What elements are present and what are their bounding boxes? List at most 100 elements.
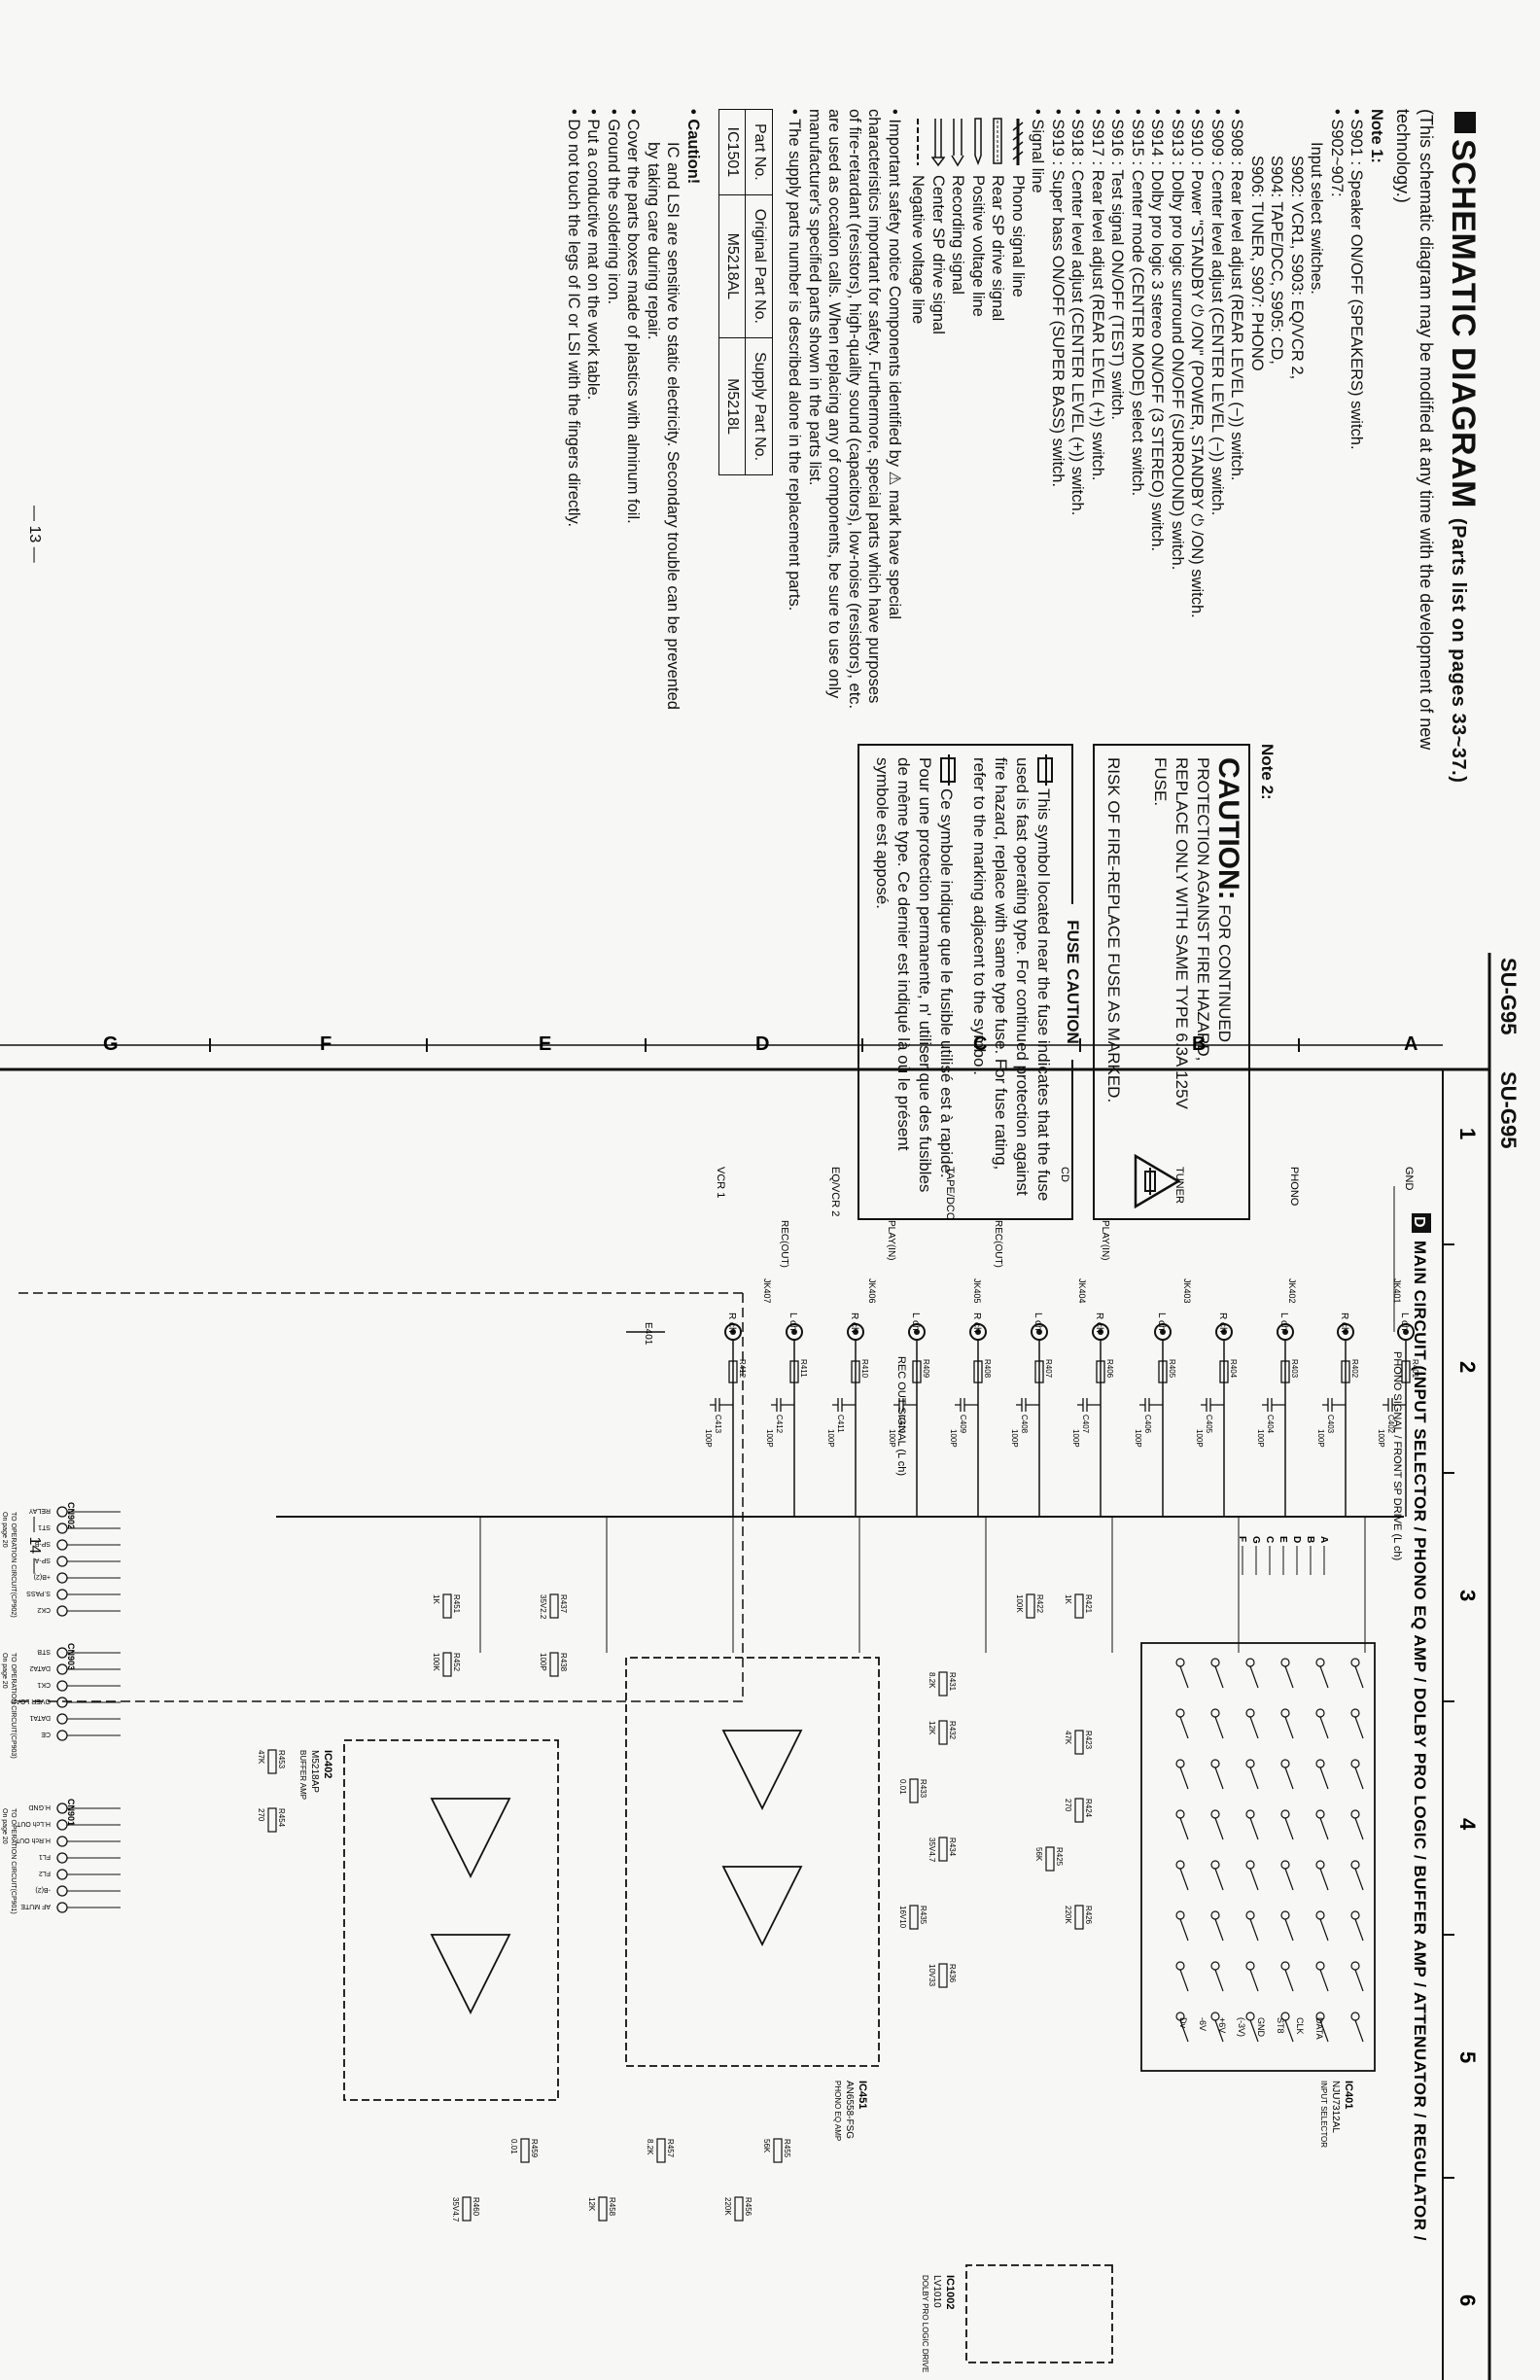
ic-block	[343, 1739, 559, 2101]
value-label: 56K	[762, 2139, 771, 2153]
ic-desc: PHONO EQ AMP	[833, 2081, 842, 2141]
connector-pin-icon	[56, 1589, 68, 1600]
connector-pin-icon	[56, 1680, 68, 1692]
connector-pin-label: DATA1	[29, 1714, 51, 1721]
switch-node-icon	[1210, 1658, 1220, 1667]
resistor-label: R457	[666, 2139, 675, 2158]
legend-positive: Positive voltage line	[968, 109, 989, 712]
grid-col-label: 6	[1455, 2294, 1480, 2306]
ic-part: AN6558-FSG	[844, 2081, 855, 2139]
switch-arm	[1249, 1716, 1259, 1739]
resistor-icon	[973, 1360, 983, 1383]
switch-node-icon	[1315, 1658, 1325, 1667]
connector-dest: TO OPERATION CIRCUIT(CP903)	[10, 1653, 17, 1759]
value-label: 8.2K	[928, 1672, 936, 1689]
ic-block	[625, 1657, 880, 2067]
jack-center-icon	[1036, 1329, 1042, 1335]
input-source-label: PHONO	[1288, 1167, 1300, 1207]
resistor-label: R458	[608, 2197, 616, 2217]
resistor-icon	[773, 2138, 783, 2163]
resistor-label: R433	[919, 1779, 928, 1799]
switch-node-icon	[1350, 1658, 1360, 1667]
value-label: 100P	[888, 1429, 896, 1448]
capacitor-icon	[1262, 1398, 1285, 1412]
connector-pin-label: FL1	[39, 1853, 51, 1860]
resistor-icon	[1074, 1730, 1084, 1755]
resistor-icon	[1219, 1360, 1229, 1383]
resistor-icon	[938, 1837, 948, 1862]
ic-pin-label: -6V	[1198, 2017, 1208, 2031]
connector-pin-icon	[56, 1852, 68, 1864]
bus-letter: B	[1305, 1536, 1315, 1543]
resistor-label: R456	[744, 2197, 752, 2217]
resistor-icon	[1026, 1593, 1035, 1619]
value-label: 47K	[1064, 1731, 1072, 1745]
value-label: 1K	[1064, 1594, 1072, 1604]
connector-pin-label: S.PASS	[26, 1590, 51, 1596]
rec-out-note: REC OUT SIGNAL (L ch)	[895, 1356, 907, 1476]
value-label: 100K	[1015, 1594, 1024, 1613]
switch-node-icon	[1350, 1860, 1360, 1870]
channel-label: R ch	[971, 1312, 982, 1333]
resistor-icon	[912, 1360, 922, 1383]
switch-node-icon	[1245, 1809, 1255, 1819]
connector-pin-icon	[56, 1836, 68, 1847]
legend-rear-sp: Rear SP drive signal	[988, 109, 1008, 712]
capacitor-icon	[1201, 1398, 1224, 1412]
resistor-icon	[1158, 1360, 1168, 1383]
schematic-title: MAIN CIRCUIT (INPUT SELECTOR / PHONO EQ …	[1411, 1241, 1429, 2241]
switch-arm	[1249, 1767, 1259, 1790]
resistor-icon	[909, 1905, 919, 1930]
jack-label: JK403	[1182, 1278, 1192, 1304]
connector-dest: TO OPERATION CIRCUIT(CP901)	[10, 1808, 17, 1914]
grid-col-label: 4	[1455, 1818, 1480, 1831]
opamp-icon	[721, 1866, 803, 1947]
switch-node-icon	[1315, 1860, 1325, 1870]
switch-node-icon	[1210, 1860, 1220, 1870]
grid-col-label: 1	[1455, 1128, 1480, 1139]
ic-pin-label: CLK	[1295, 2017, 1305, 2035]
switch-node-icon	[1280, 1708, 1290, 1718]
resistor-label: R401	[1411, 1359, 1419, 1379]
switch-node-icon	[1280, 1910, 1290, 1920]
value-label: 100P	[1010, 1429, 1019, 1448]
switch-arm	[1354, 1767, 1364, 1790]
connector-pin-label: ST1	[38, 1523, 51, 1530]
resistor-icon	[549, 1652, 559, 1677]
switch-node-icon	[1280, 1860, 1290, 1870]
resistor-icon	[938, 1671, 948, 1697]
ic-part: M5218AP	[309, 1750, 320, 1793]
resistor-label: R405	[1168, 1359, 1176, 1379]
channel-label: L ch	[1278, 1312, 1289, 1331]
positive-line-icon	[974, 118, 982, 166]
input-sub-label: PLAY(IN)	[1100, 1220, 1110, 1261]
value-label: 100P	[1071, 1429, 1080, 1448]
value-label: 100P	[949, 1429, 958, 1448]
connector-pin-icon	[56, 1869, 68, 1880]
resistor-label: R402	[1350, 1359, 1359, 1379]
resistor-label: R452	[452, 1653, 461, 1672]
resistor-label: R407	[1044, 1359, 1053, 1379]
connector-pin-label: H.Rch OUT	[15, 1837, 51, 1843]
jack-label: JK404	[1077, 1278, 1087, 1304]
resistor-icon	[1401, 1360, 1411, 1383]
connector-pin-icon	[56, 1713, 68, 1725]
value-label: 100P	[765, 1429, 774, 1448]
switch-arm	[1284, 1716, 1294, 1739]
connector-pin-label: DATA2	[29, 1664, 51, 1671]
components: R4211KR422100KR42347KR424270R42556KR4262…	[257, 1593, 1093, 2222]
resistor-icon	[1074, 1905, 1084, 1930]
switch-arm	[1179, 1868, 1189, 1891]
resistor-label: R410	[860, 1359, 869, 1379]
edge-label: E401	[643, 1322, 653, 1346]
channel-label: R ch	[726, 1312, 737, 1333]
switch-node-icon	[1350, 1961, 1360, 1971]
switch-node-icon	[1175, 1961, 1185, 1971]
resistor-icon	[789, 1360, 799, 1383]
capacitor-icon	[1077, 1398, 1101, 1412]
switch-node-icon	[1210, 1809, 1220, 1819]
phono-line-icon	[1012, 119, 1024, 165]
recording-line-icon	[951, 119, 964, 167]
value-label: 100P	[1134, 1429, 1142, 1448]
